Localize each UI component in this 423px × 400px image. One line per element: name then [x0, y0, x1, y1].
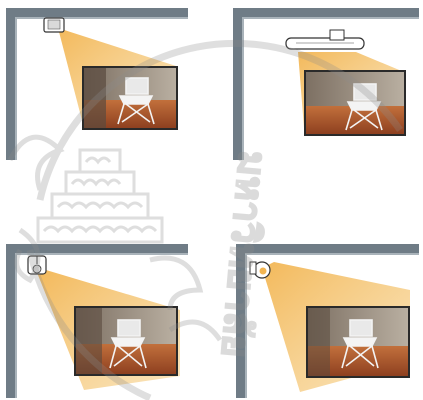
wall-horizontal	[233, 8, 419, 17]
track-light-icon	[286, 30, 364, 49]
wall-spotlight-icon	[44, 18, 64, 32]
watermark-lettering: มหาวิทยาลัย	[213, 149, 275, 359]
wall-vertical-edge	[15, 17, 17, 160]
seal-pagoda-icon	[38, 150, 162, 242]
wall-horizontal-edge	[233, 17, 419, 19]
room-photo	[306, 306, 410, 378]
wall-vertical	[6, 8, 15, 160]
wall-vertical	[233, 8, 242, 160]
wall-vertical-edge	[242, 17, 244, 160]
wall-horizontal-edge	[6, 17, 188, 19]
wall-horizontal	[6, 8, 188, 17]
wall-vertical	[6, 244, 15, 398]
panel-top-right	[233, 8, 419, 160]
room-photo	[74, 306, 178, 376]
wall-vertical-edge	[15, 253, 17, 398]
